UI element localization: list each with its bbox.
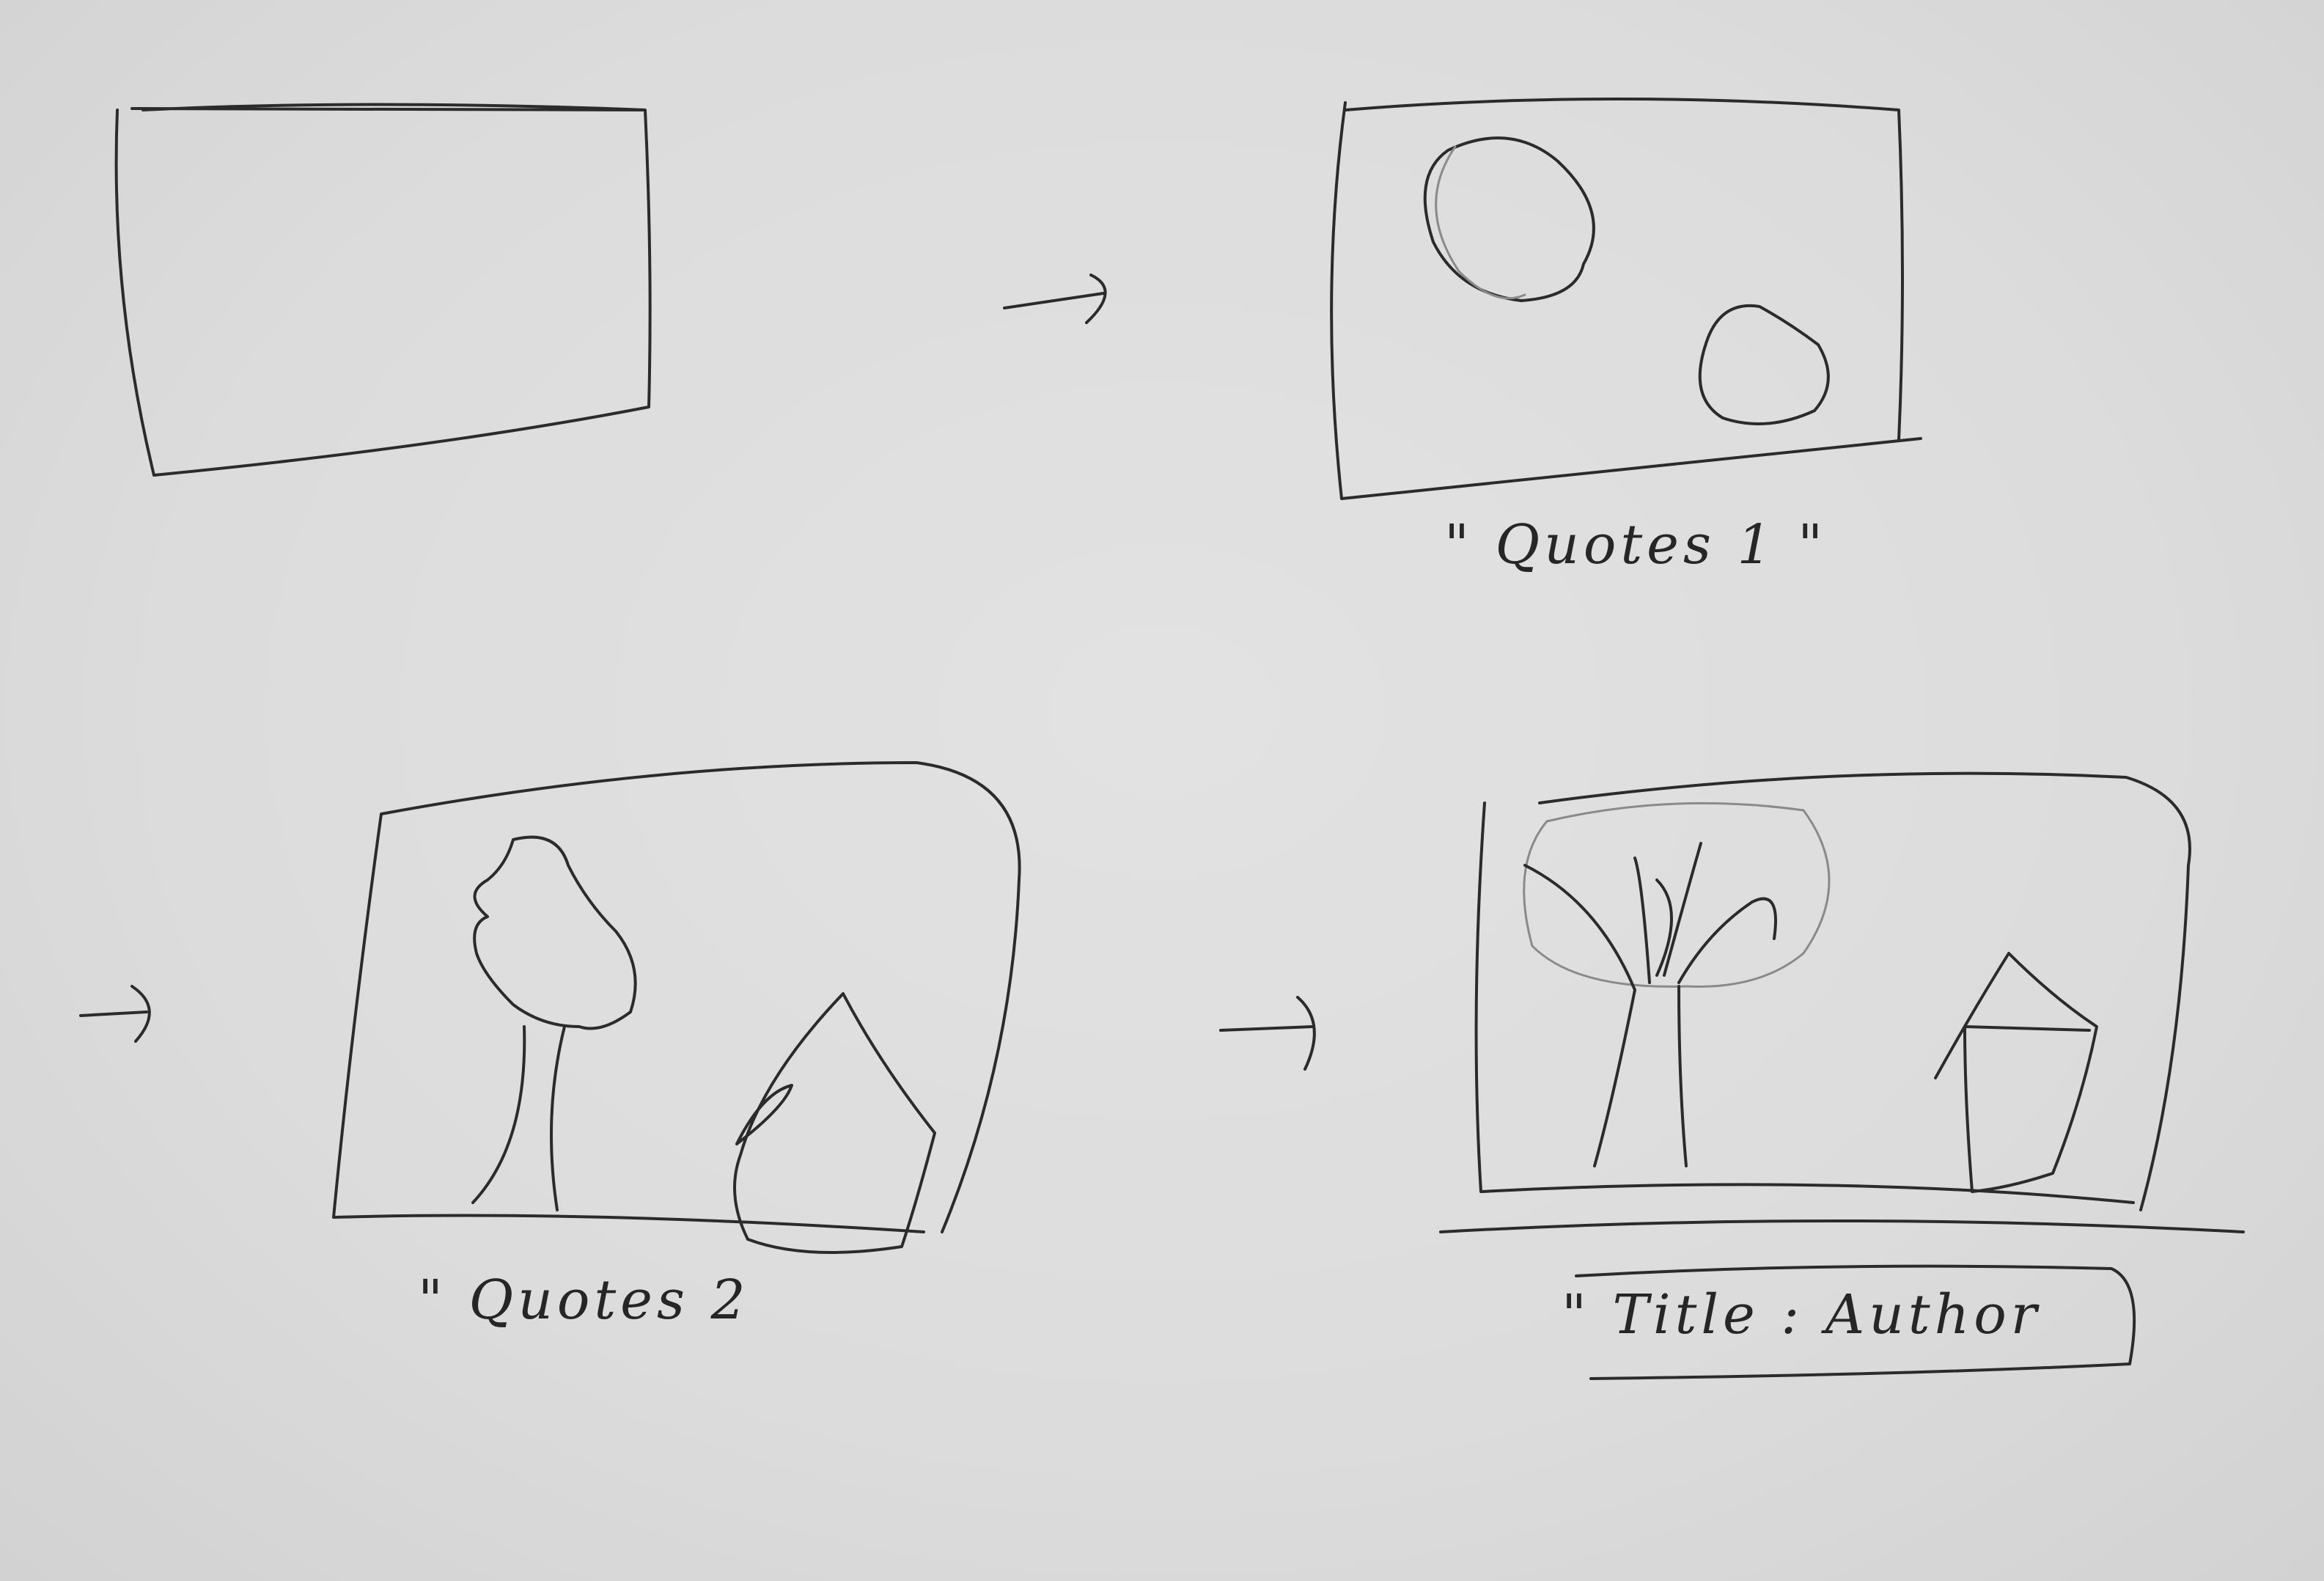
arrow-2-icon <box>79 985 151 1043</box>
frame-3-caption: " Quotes 2 <box>418 1269 750 1332</box>
frame-3-house <box>733 992 936 1254</box>
arrow-1 <box>1003 274 1107 324</box>
frame-4 <box>1439 771 2245 1380</box>
arrow-1-icon <box>1003 274 1107 324</box>
arrow-3 <box>1219 996 1316 1071</box>
frame-2-border <box>1330 98 1922 500</box>
frame-2 <box>1330 98 1922 500</box>
frame-1-border <box>114 103 652 477</box>
frame-3-tree-trunk <box>471 1025 566 1211</box>
frame-3 <box>332 761 1021 1254</box>
arrow-2 <box>79 985 151 1043</box>
frame-3-tree-crown <box>473 835 637 1030</box>
arrow-3-icon <box>1219 996 1316 1071</box>
frame-1 <box>114 103 652 477</box>
frame-2-blob-large-outline <box>1435 145 1526 300</box>
frame-2-blob-large <box>1423 136 1595 302</box>
frame-4-border <box>1474 771 2191 1211</box>
frame-4-baseline <box>1439 1219 2245 1233</box>
frame-4-tree-canopy <box>1523 801 1831 988</box>
frame-2-caption: " Quotes 1 " <box>1444 513 1828 576</box>
frame-4-caption: " Title : Author <box>1562 1283 2042 1346</box>
frame-4-house <box>1934 952 2098 1193</box>
frame-2-blob-small <box>1698 304 1830 425</box>
frame-4-title-box <box>1575 1264 2136 1380</box>
frame-3-border <box>332 761 1021 1233</box>
frame-4-tree-branches <box>1523 842 1777 991</box>
frame-4-tree-trunk <box>1593 985 1688 1167</box>
